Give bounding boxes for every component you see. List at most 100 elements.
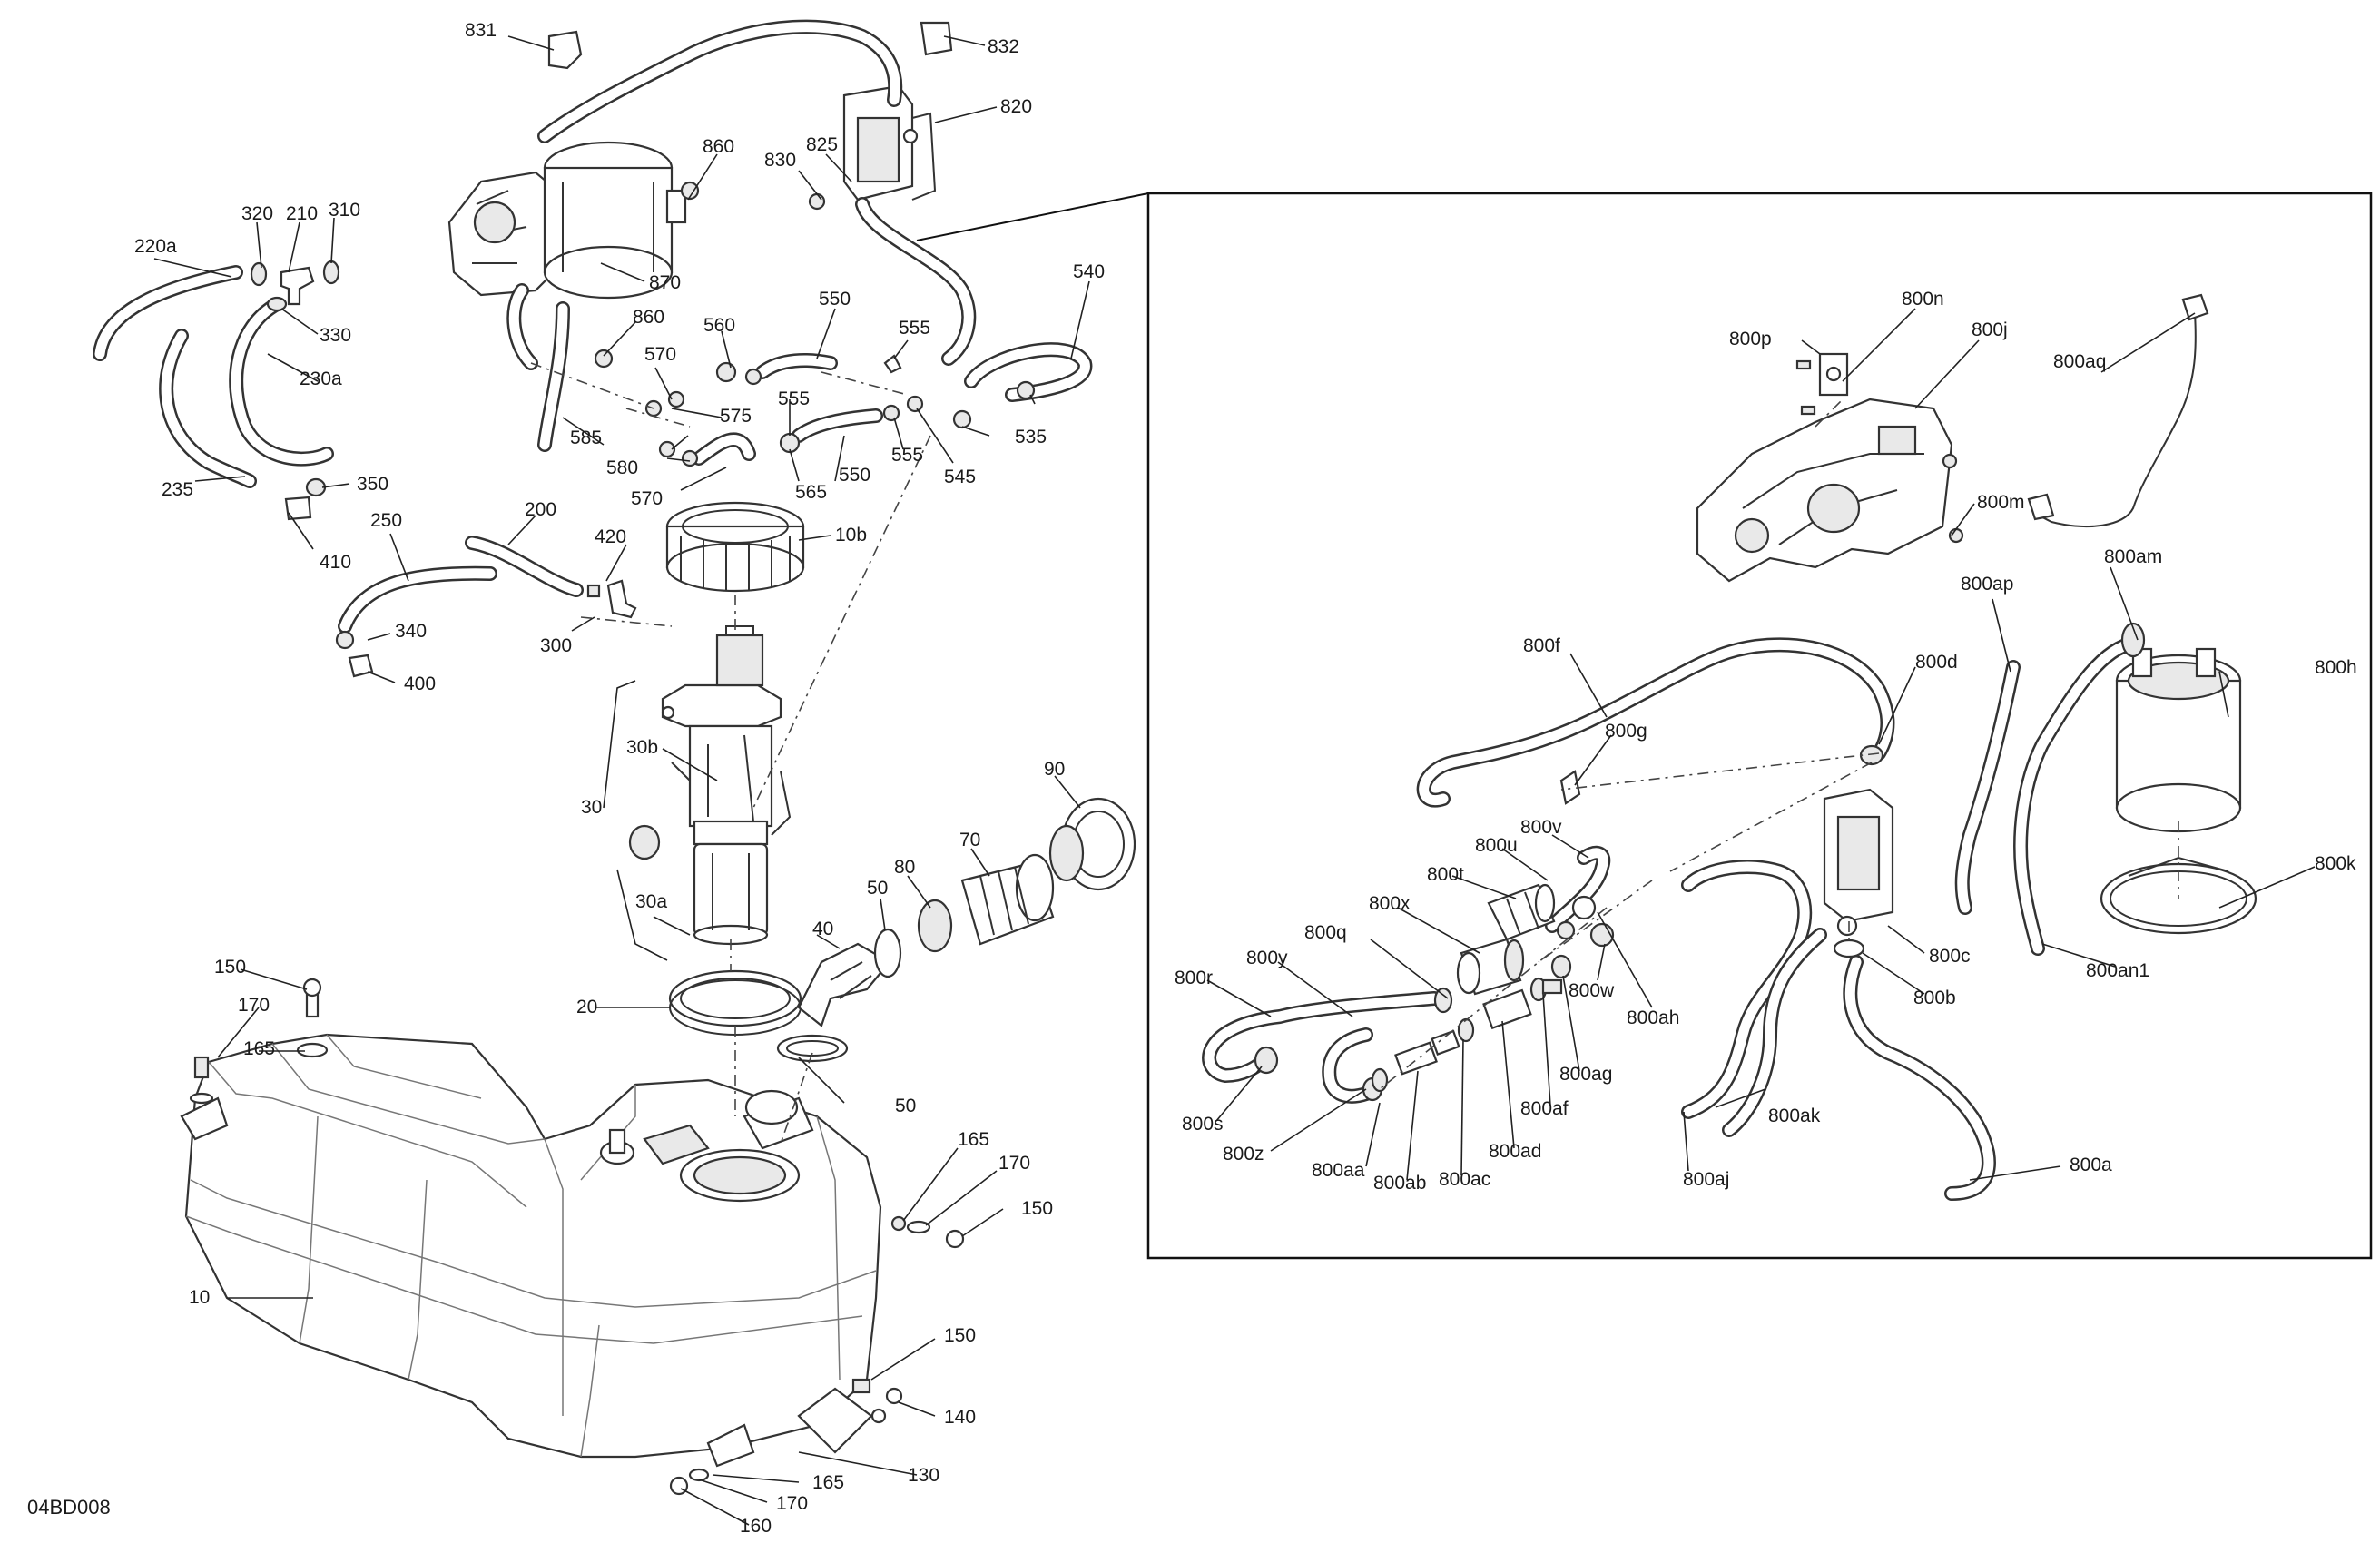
callout-800a: 800a (2070, 1155, 2112, 1175)
callout-800ac: 800ac (1439, 1169, 1490, 1190)
callout-310: 310 (329, 200, 360, 221)
callout-800ah: 800ah (1627, 1007, 1679, 1028)
callout-800q: 800q (1304, 922, 1347, 943)
callout-555b: 555 (778, 388, 810, 409)
callout-555a: 555 (899, 318, 930, 339)
filler-assembly (776, 797, 1136, 1063)
callout-800c: 800c (1929, 946, 1971, 967)
callout-50b: 50 (895, 1096, 916, 1116)
vent-valve-module (842, 84, 937, 201)
callout-220a: 220a (134, 236, 177, 257)
callout-200: 200 (525, 499, 556, 520)
callout-410: 410 (320, 552, 351, 573)
callout-570b: 570 (631, 488, 663, 509)
callout-230a: 230a (300, 369, 342, 389)
filter-800t (1487, 883, 1556, 941)
callout-800aq: 800aq (2053, 351, 2106, 372)
inset-fittings (1254, 622, 2146, 1102)
small-fittings (594, 181, 1036, 467)
callout-800g: 800g (1605, 721, 1647, 742)
callout-800an1: 800an1 (2086, 960, 2149, 981)
callout-70: 70 (959, 830, 980, 850)
callout-565: 565 (795, 482, 827, 503)
callout-30b: 30b (626, 737, 658, 758)
clamp-800b (1833, 939, 1865, 958)
wire-800aq (2032, 312, 2197, 527)
callout-170c: 170 (776, 1493, 808, 1514)
callout-870: 870 (649, 272, 681, 293)
callout-570a: 570 (644, 344, 676, 365)
callout-800k: 800k (2315, 853, 2356, 874)
callout-160: 160 (740, 1516, 772, 1537)
fuel-tank (180, 1033, 882, 1468)
callout-860b: 860 (633, 307, 664, 328)
callout-80: 80 (894, 857, 915, 878)
callout-800f: 800f (1523, 635, 1560, 656)
callout-585: 585 (570, 428, 602, 448)
callout-860a: 860 (703, 136, 734, 157)
fasteners (189, 978, 965, 1496)
callout-340: 340 (395, 621, 427, 642)
callout-165a: 165 (243, 1038, 275, 1059)
callout-330: 330 (320, 325, 351, 346)
callout-300: 300 (540, 635, 572, 656)
callout-800p: 800p (1729, 329, 1772, 349)
callout-400: 400 (404, 673, 436, 694)
callout-800u: 800u (1475, 835, 1518, 856)
callout-825: 825 (806, 134, 838, 155)
callout-800s: 800s (1182, 1114, 1224, 1135)
callout-800ab: 800ab (1373, 1173, 1426, 1194)
callout-800m: 800m (1977, 492, 2025, 513)
callout-235: 235 (162, 479, 193, 500)
evap-canister-assembly (447, 141, 687, 300)
callout-800af: 800af (1520, 1098, 1569, 1119)
callout-150a: 150 (214, 957, 246, 978)
callout-830: 830 (764, 150, 796, 171)
seal-ring (668, 969, 802, 1036)
filter-800x (1456, 938, 1525, 996)
callout-800v: 800v (1520, 817, 1562, 838)
leader-lines (153, 35, 2316, 1526)
callout-560: 560 (703, 315, 735, 336)
sensor-800aq (2027, 293, 2209, 521)
callout-550b: 550 (839, 465, 870, 486)
callout-580: 580 (606, 457, 638, 478)
callout-800j: 800j (1972, 319, 2008, 340)
callout-800ad: 800ad (1489, 1141, 1541, 1162)
callout-555c: 555 (891, 445, 923, 466)
callout-800n: 800n (1902, 289, 1944, 310)
callout-420: 420 (595, 526, 626, 547)
callout-800aa: 800aa (1312, 1160, 1365, 1181)
callout-320: 320 (241, 203, 273, 224)
inset-pointer-line (916, 192, 1149, 241)
callout-165c: 165 (812, 1472, 844, 1493)
valve-800c (1823, 788, 1894, 937)
callout-165b: 165 (958, 1129, 989, 1150)
callout-800x: 800x (1369, 893, 1411, 914)
hose-800aj (1681, 860, 1813, 1119)
callout-20: 20 (576, 997, 597, 1017)
callout-170a: 170 (238, 995, 270, 1016)
callout-800d: 800d (1915, 652, 1958, 673)
callout-labels: 831 832 820 825 830 860 870 860 320 210 … (134, 20, 2357, 1537)
hose-800f (1416, 637, 1895, 808)
callout-575: 575 (720, 406, 752, 427)
callout-800b: 800b (1913, 988, 1956, 1008)
callout-832: 832 (988, 36, 1019, 57)
callout-170b: 170 (998, 1153, 1030, 1174)
fittings-left (250, 260, 340, 521)
callout-10b: 10b (835, 525, 867, 545)
detail-inset-frame (1146, 192, 2373, 1260)
canister-800h (2115, 647, 2242, 833)
callout-831: 831 (465, 20, 497, 41)
callout-350: 350 (357, 474, 388, 495)
callout-130: 130 (908, 1465, 939, 1486)
callout-800ag: 800ag (1559, 1064, 1612, 1085)
inset-bracket-800j (1696, 352, 1964, 583)
callout-550a: 550 (819, 289, 851, 310)
callout-800ap: 800ap (1961, 574, 2013, 595)
callout-10: 10 (189, 1287, 210, 1308)
callout-800ak: 800ak (1768, 1106, 1821, 1126)
clip-831 (547, 30, 583, 70)
